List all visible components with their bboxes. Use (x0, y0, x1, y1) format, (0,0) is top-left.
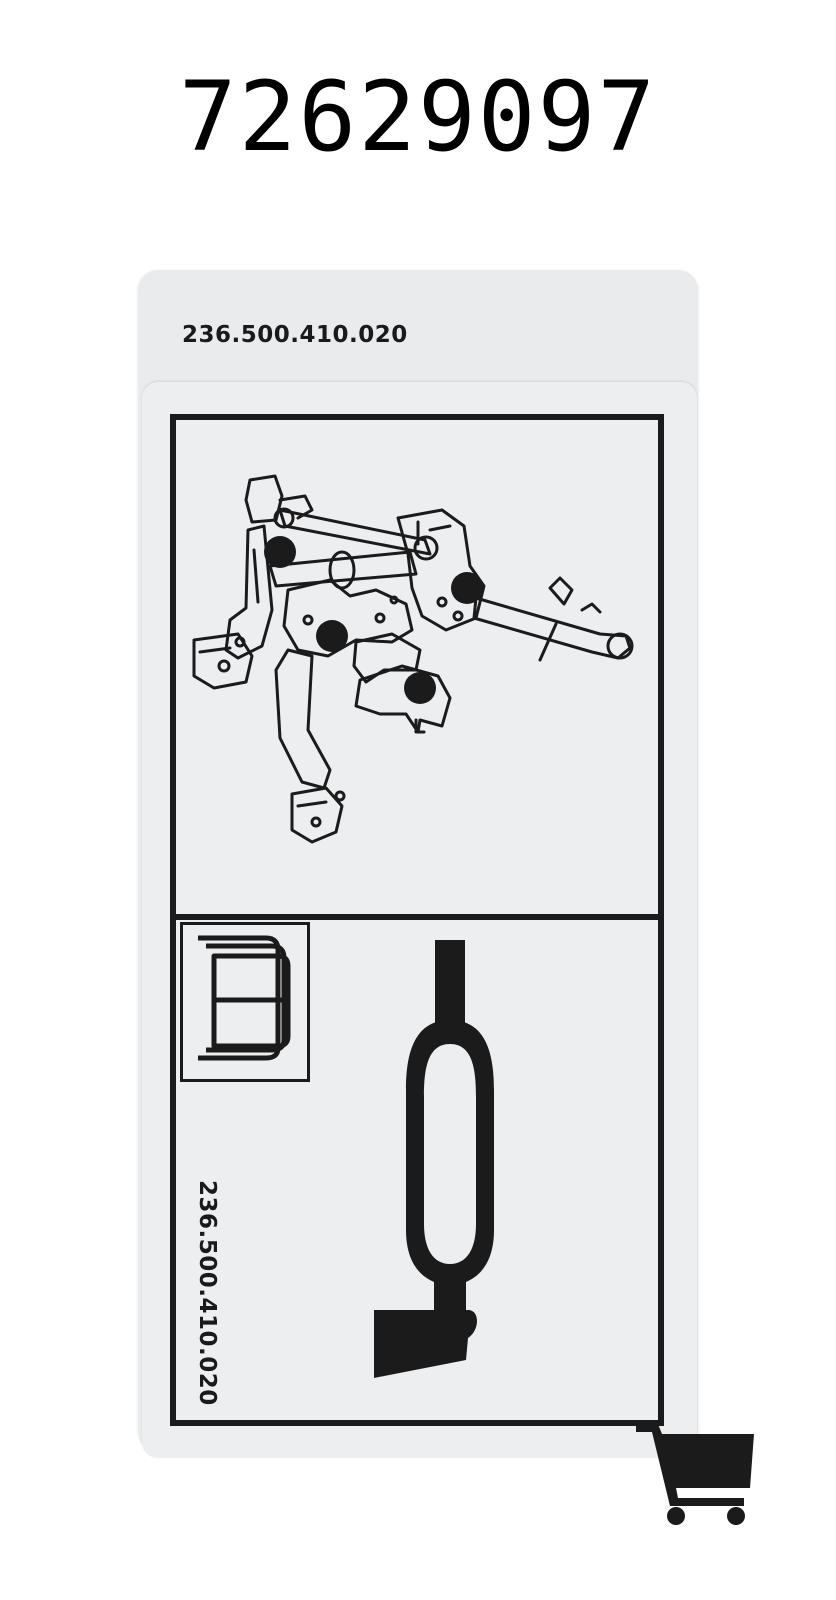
pedal-lever-icon (374, 940, 494, 1378)
part-number-title: 72629097 (178, 61, 658, 173)
label-frame (170, 414, 664, 1426)
label-tab-code: 236.500.410.020 (182, 322, 408, 348)
shopping-cart-icon[interactable] (636, 1424, 756, 1528)
label-vertical-code: 236.500.410.020 (194, 1180, 220, 1406)
pedal-assembly-diagram-icon (192, 474, 634, 844)
manual-book-icon (198, 935, 291, 1061)
label-sticker (142, 382, 697, 1458)
label-divider (176, 914, 658, 920)
manual-icon-box (180, 922, 310, 1082)
